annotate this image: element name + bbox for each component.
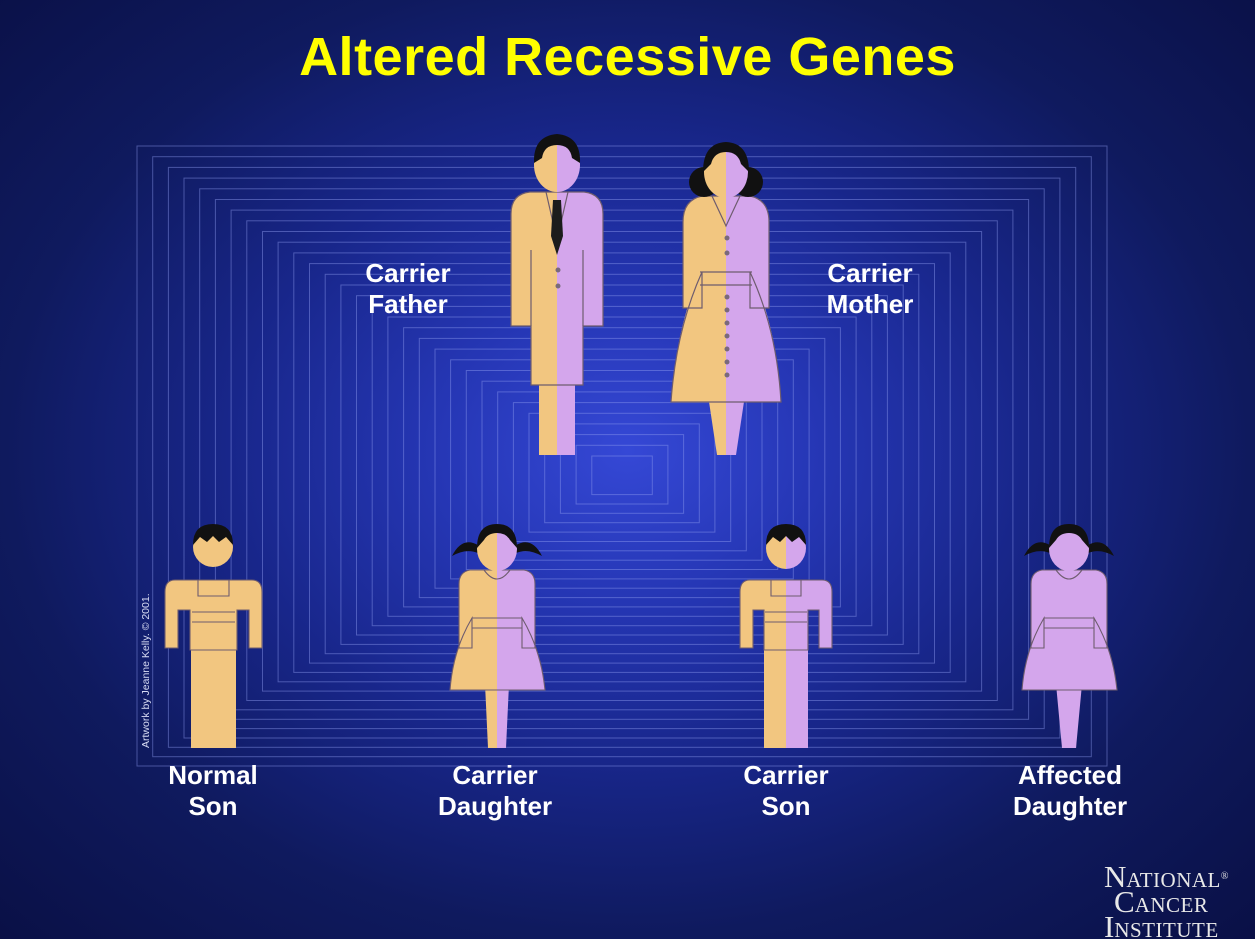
background-frame — [560, 435, 683, 514]
carrier-daughter-label: Carrier Daughter — [420, 760, 570, 822]
normal-son-label: Normal Son — [138, 760, 288, 822]
carrier-daughter-figure — [450, 524, 545, 748]
carrier-father-figure — [511, 134, 603, 455]
carrier-daughter-label-line2: Daughter — [420, 791, 570, 822]
nci-logo-line3: INSTITUTE — [1104, 916, 1254, 939]
background-frame — [168, 167, 1075, 747]
carrier-father-label: Carrier Father — [338, 258, 478, 320]
carrier-mother-label-line1: Carrier — [800, 258, 940, 289]
normal-son-label-line2: Son — [138, 791, 288, 822]
carrier-father-label-line2: Father — [338, 289, 478, 320]
carrier-mother-label-line2: Mother — [800, 289, 940, 320]
affected-daughter-label-line2: Daughter — [990, 791, 1150, 822]
carrier-mother-label: Carrier Mother — [800, 258, 940, 320]
background-frame — [372, 306, 872, 625]
artwork-credit: Artwork by Jeanne Kelly. © 2001. — [140, 518, 154, 748]
carrier-father-label-line1: Carrier — [338, 258, 478, 289]
background-frame — [576, 445, 668, 504]
background-frame — [388, 317, 856, 616]
background-frame — [592, 456, 653, 495]
carrier-son-label: Carrier Son — [711, 760, 861, 822]
nci-logo-line2: CANCER — [1104, 891, 1254, 916]
affected-daughter-label: Affected Daughter — [990, 760, 1150, 822]
carrier-daughter-label-line1: Carrier — [420, 760, 570, 791]
normal-son-label-line1: Normal — [138, 760, 288, 791]
carrier-son-label-line2: Son — [711, 791, 861, 822]
nci-logo: NATIONAL® CANCER INSTITUTE — [1104, 866, 1254, 939]
carrier-son-figure — [740, 524, 832, 748]
background-frame — [498, 392, 747, 551]
carrier-son-label-line1: Carrier — [711, 760, 861, 791]
normal-son-figure — [165, 524, 262, 748]
affected-daughter-label-line1: Affected — [990, 760, 1150, 791]
affected-daughter-figure — [1022, 524, 1117, 748]
background-frames — [137, 146, 1107, 766]
